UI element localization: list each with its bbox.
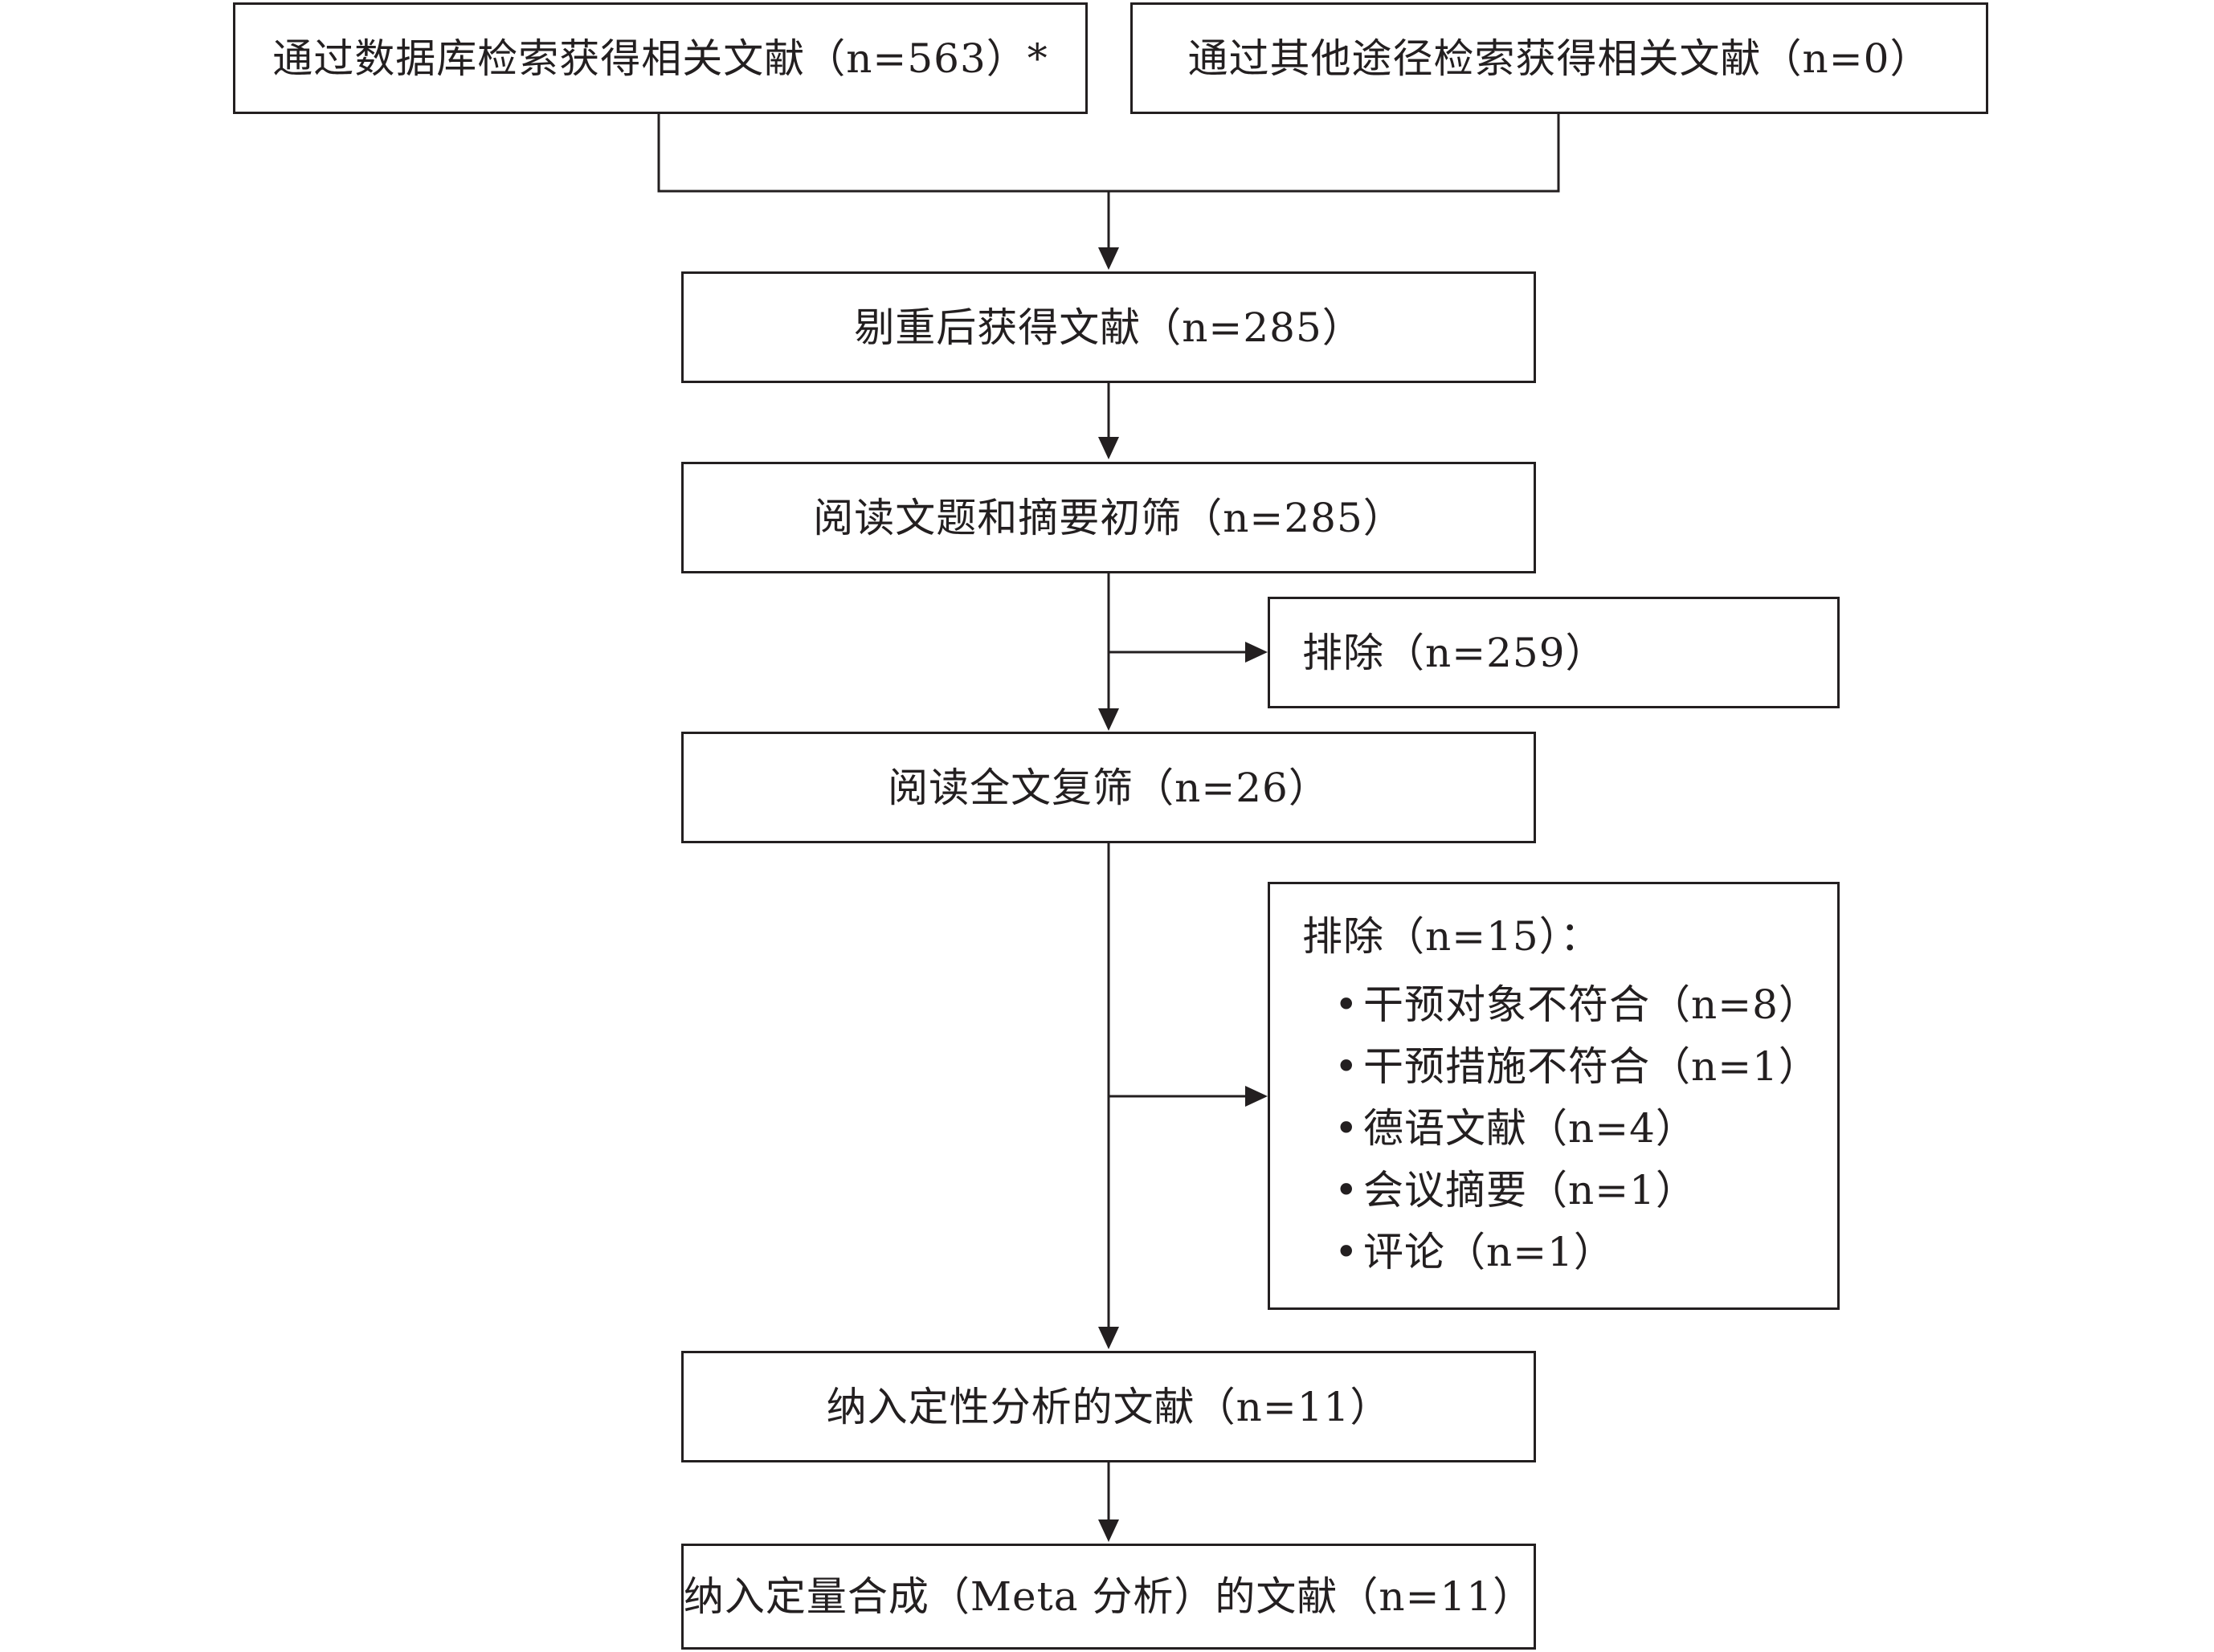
- arrowhead-exclude-2: [1245, 1086, 1268, 1107]
- exclusion-box-2: 排除（n=15）： •干预对象不符合（n=8） •干预措施不符合（n=1） •德…: [1268, 882, 1840, 1310]
- exclusion-reason-item: •会议摘要（n=1）: [1334, 1160, 1837, 1222]
- dedup-box: 剔重后获得文献（n=285）: [681, 271, 1536, 383]
- bullet-icon: •: [1334, 1229, 1359, 1275]
- exclusion-reason-item: •德语文献（n=4）: [1334, 1098, 1837, 1160]
- exclusion-reason-text: 德语文献（n=4）: [1363, 1105, 1697, 1152]
- qualitative-analysis-box: 纳入定性分析的文献（n=11）: [681, 1351, 1536, 1462]
- exclusion-1-label: 排除（n=259）: [1302, 629, 1607, 676]
- title-abstract-screen-box: 阅读文题和摘要初筛（n=285）: [681, 462, 1536, 573]
- exclusion-box-1: 排除（n=259）: [1268, 597, 1840, 708]
- exclusion-reason-item: •评论（n=1）: [1334, 1222, 1837, 1283]
- bullet-icon: •: [1334, 1043, 1359, 1090]
- database-search-box: 通过数据库检索获得相关文献（n=563）*: [233, 2, 1088, 114]
- other-sources-box: 通过其他途径检索获得相关文献（n=0）: [1130, 2, 1988, 114]
- title-abstract-screen-label: 阅读文题和摘要初筛（n=285）: [813, 494, 1404, 541]
- arrowhead-title-screen: [1098, 437, 1119, 459]
- fulltext-screen-label: 阅读全文复筛（n=26）: [888, 764, 1330, 811]
- arrowhead-exclude-1: [1245, 642, 1268, 663]
- qualitative-analysis-label: 纳入定性分析的文献（n=11）: [826, 1383, 1391, 1430]
- bullet-icon: •: [1334, 1105, 1359, 1152]
- exclusion-reason-text: 评论（n=1）: [1363, 1229, 1615, 1275]
- merge-connector: [657, 112, 1560, 193]
- exclusion-reason-text: 干预对象不符合（n=8）: [1363, 981, 1820, 1028]
- bullet-icon: •: [1334, 981, 1359, 1028]
- dedup-label: 剔重后获得文献（n=285）: [854, 304, 1363, 351]
- arrowhead-dedup: [1098, 247, 1119, 270]
- arrowhead-qualitative: [1098, 1327, 1119, 1349]
- quantitative-synthesis-label: 纳入定量合成（Meta 分析）的文献（n=11）: [683, 1573, 1534, 1620]
- exclusion-reason-item: •干预措施不符合（n=1）: [1334, 1036, 1837, 1098]
- arrowhead-fulltext: [1098, 708, 1119, 731]
- bullet-icon: •: [1334, 1167, 1359, 1214]
- quantitative-synthesis-box: 纳入定量合成（Meta 分析）的文献（n=11）: [681, 1544, 1536, 1650]
- exclusion-reason-list: •干预对象不符合（n=8） •干预措施不符合（n=1） •德语文献（n=4） •…: [1302, 974, 1837, 1283]
- exclusion-2-label: 排除（n=15）：: [1302, 913, 1601, 960]
- fulltext-screen-box: 阅读全文复筛（n=26）: [681, 732, 1536, 843]
- exclusion-reason-text: 干预措施不符合（n=1）: [1363, 1043, 1820, 1090]
- exclusion-reason-text: 会议摘要（n=1）: [1363, 1167, 1697, 1214]
- exclusion-reason-item: •干预对象不符合（n=8）: [1334, 974, 1837, 1036]
- other-sources-label: 通过其他途径检索获得相关文献（n=0）: [1187, 35, 1931, 82]
- database-search-label: 通过数据库检索获得相关文献（n=563）*: [272, 35, 1048, 82]
- arrowhead-quantitative: [1098, 1519, 1119, 1542]
